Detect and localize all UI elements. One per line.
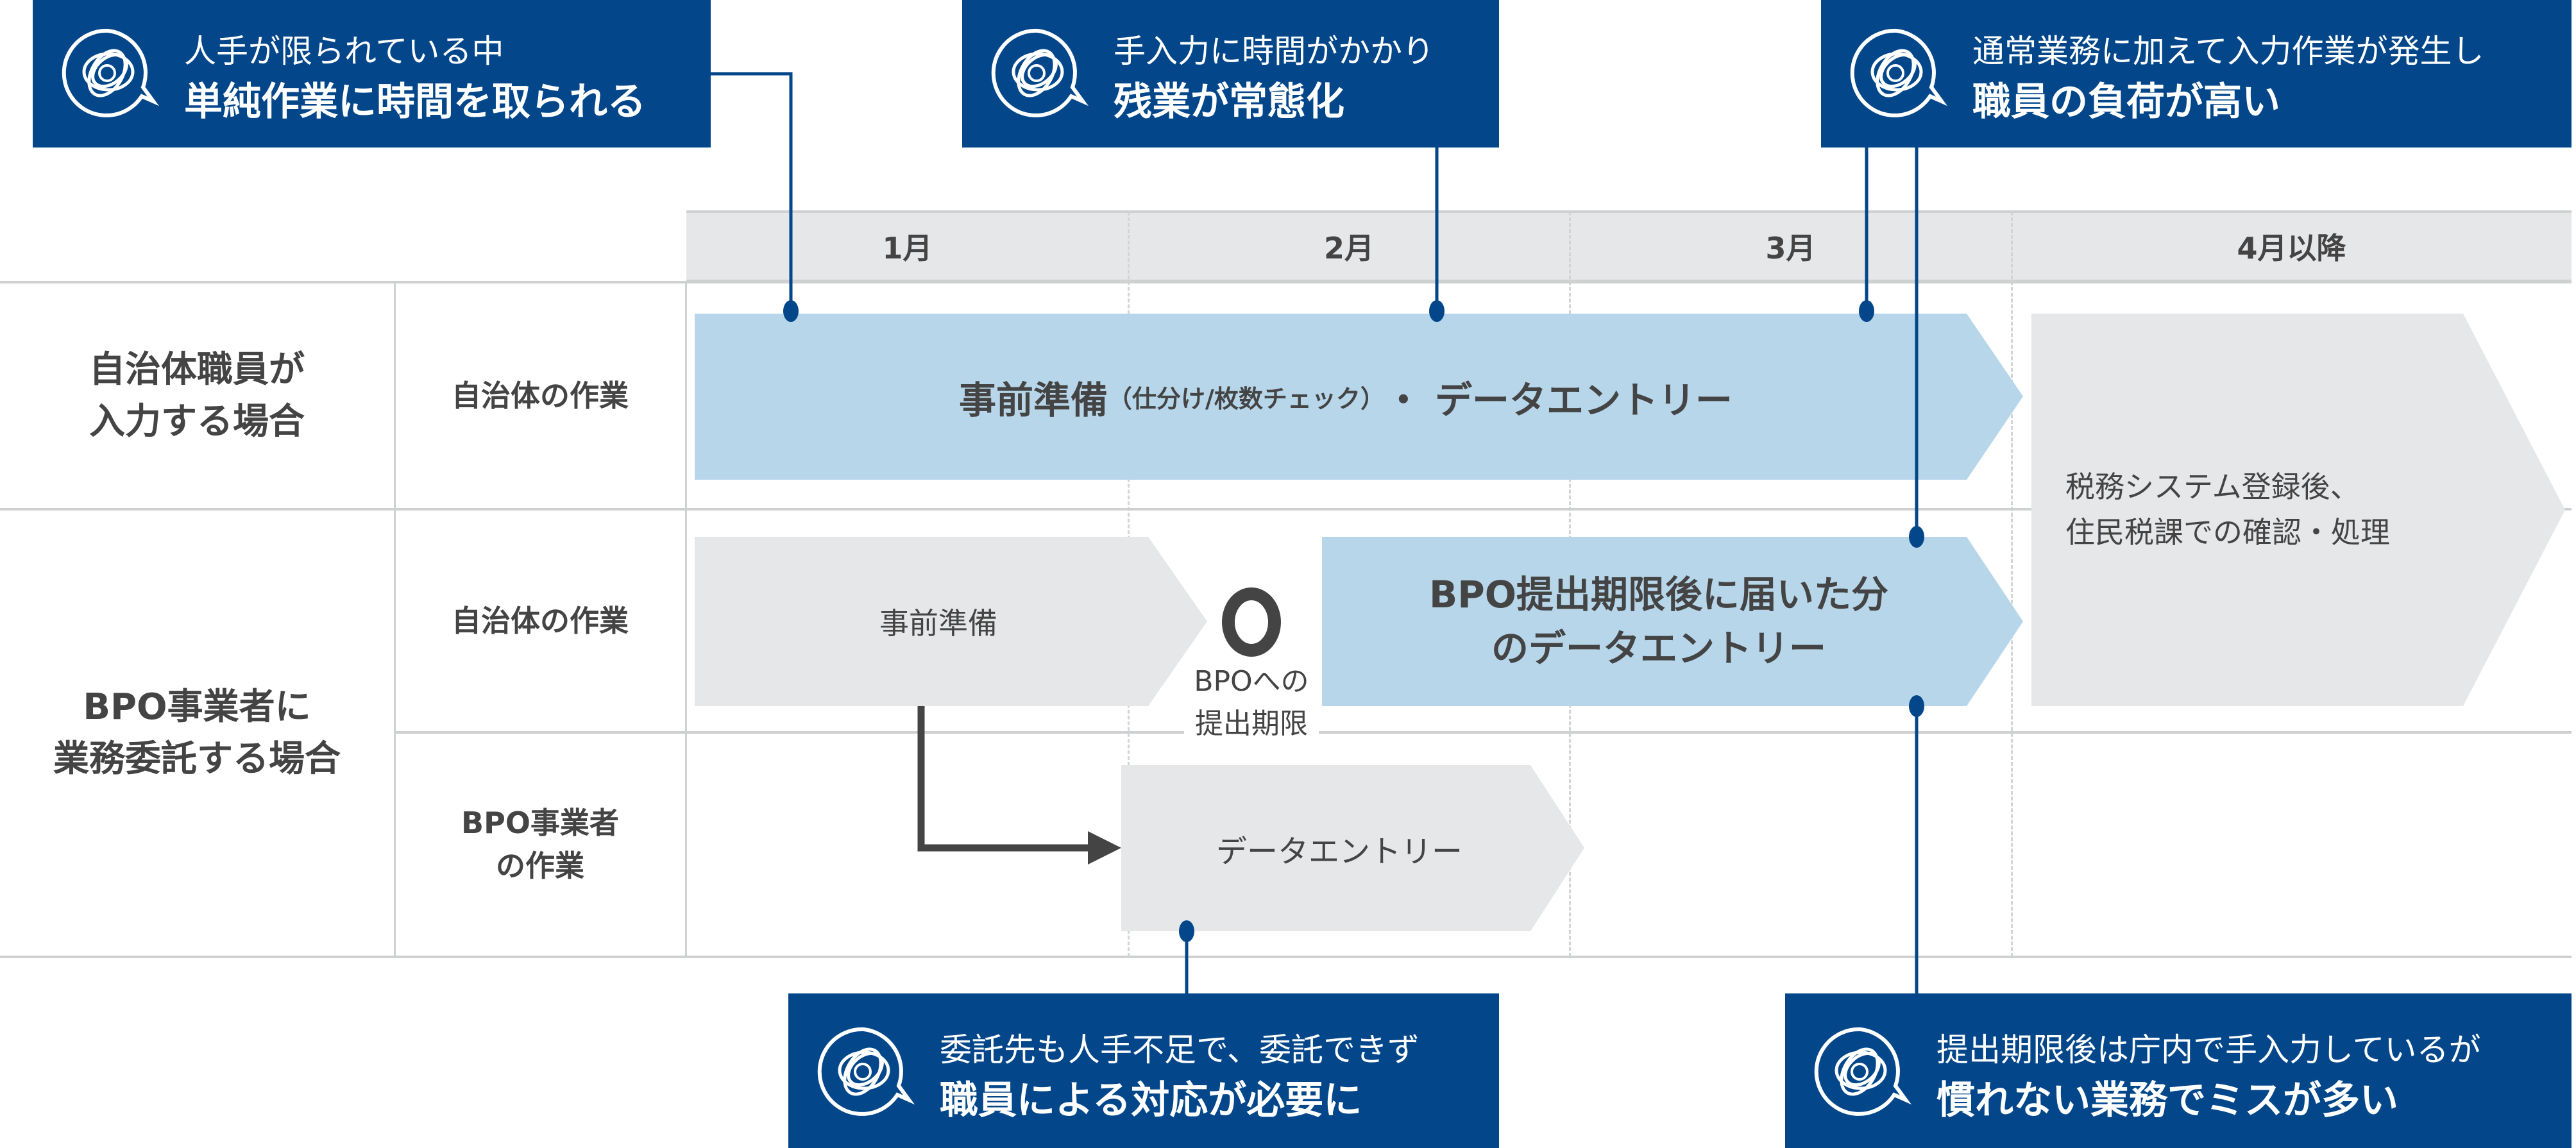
after-april-line1: 税務システム登録後、 xyxy=(2065,469,2360,504)
case2-bpo-actor-label: BPO事業者の作業 xyxy=(394,732,686,957)
callout-2: 手入力に時間がかかり 残業が常態化 xyxy=(962,0,1499,148)
connector-dot xyxy=(1909,695,1924,717)
prep-arrow: 事前準備 xyxy=(879,606,997,641)
after-april-arrow: 税務システム登録後、住民税課での確認・処理 xyxy=(2065,449,2514,571)
callout-5-main-text: 慣れない業務でミスが多い xyxy=(1936,1078,2398,1123)
month-header-apr-onward: 4月以降 xyxy=(2237,231,2346,266)
case1-actor-label: 自治体の作業 xyxy=(452,378,629,413)
milestone-label-line2: 提出期限 xyxy=(1195,707,1308,740)
row-divider xyxy=(0,281,2572,283)
handoff-arrow-head xyxy=(1088,831,1121,865)
callout-1: 人手が限られている中 単純作業に時間を取られる xyxy=(33,0,711,148)
case2-label: BPO事業者に業務委託する場合 xyxy=(0,509,394,957)
case1-main-arrow-shape xyxy=(695,314,2023,480)
callout-1-main-text: 単純作業に時間を取られる xyxy=(184,80,646,124)
callout-4-sub-text: 委託先も人手不足で、委託できず xyxy=(940,1031,1419,1068)
case1-label-line1: 自治体職員が xyxy=(89,348,305,391)
callout-2-main-text: 残業が常態化 xyxy=(1114,80,1344,124)
column-divider xyxy=(685,282,687,957)
callout-5: 提出期限後は庁内で手入力しているが 慣れない業務でミスが多い xyxy=(1785,993,2572,1148)
callout-4-main-text: 職員による対応が必要に xyxy=(940,1078,1362,1123)
bpo-actor-line2: の作業 xyxy=(495,848,584,883)
connector-callout-1 xyxy=(711,72,793,307)
case1-label: 自治体職員が入力する場合 xyxy=(0,282,394,509)
late-entry-arrow: BPO提出期限後に届いた分のデータエントリー xyxy=(1322,537,1996,706)
milestone-label-line1: BPOへの xyxy=(1194,665,1309,698)
callout-4: 委託先も人手不足で、委託できず 職員による対応が必要に xyxy=(788,993,1499,1148)
case2-label-line2: 業務委託する場合 xyxy=(53,738,341,780)
connector-dot xyxy=(1859,300,1874,322)
late-entry-line1: BPO提出期限後に届いた分 xyxy=(1428,572,1889,616)
month-header-mar: 3月 xyxy=(1765,231,1816,266)
month-header-feb: 2月 xyxy=(1323,231,1374,266)
case1-main-arrow: 事前準備（仕分け/枚数チェック）・ データエントリー xyxy=(695,314,1997,480)
after-april-line2: 住民税課での確認・処理 xyxy=(2065,515,2390,550)
callout-3: 通常業務に加えて入力作業が発生し 職員の負荷が高い xyxy=(1821,0,2572,148)
after-april-arrow-shape xyxy=(2031,314,2565,706)
month-header-jan: 1月 xyxy=(882,231,933,266)
callout-2-sub-text: 手入力に時間がかかり xyxy=(1114,33,1434,70)
row-divider xyxy=(394,731,2572,734)
connector-dot xyxy=(1909,526,1924,548)
connector-dot xyxy=(783,300,799,322)
callout-1-sub-text: 人手が限られている中 xyxy=(184,33,504,70)
row-divider xyxy=(0,956,2572,958)
case1-arrow-tail-text: ・ データエントリー xyxy=(1384,378,1733,422)
callout-3-sub-text: 通常業務に加えて入力作業が発生し xyxy=(1972,33,2484,70)
prep-arrow-shape xyxy=(695,537,1207,706)
circle-milestone-icon xyxy=(1222,587,1281,657)
handoff-arrow-line xyxy=(917,706,1090,852)
month-divider xyxy=(2011,212,2013,957)
worried-speech-bubble-icon xyxy=(991,28,1089,117)
worried-speech-bubble-icon xyxy=(1850,28,1948,117)
month-header-bar xyxy=(686,210,2572,282)
case1-label-line2: 入力する場合 xyxy=(89,401,305,443)
milestone-label: BPOへの 提出期限 xyxy=(1184,661,1319,745)
case1-arrow-main-text: 事前準備 xyxy=(958,378,1108,422)
case2-municipality-actor-label: 自治体の作業 xyxy=(452,603,629,638)
callout-5-sub-text: 提出期限後は庁内で手入力しているが xyxy=(1936,1031,2481,1068)
case2-label-line1: BPO事業者に xyxy=(83,686,311,728)
worried-speech-bubble-icon xyxy=(62,28,160,117)
late-entry-arrow-shape xyxy=(1322,537,2023,706)
column-divider xyxy=(394,282,396,957)
late-entry-line2: のデータエントリー xyxy=(1491,627,1826,670)
bpo-actor-line1: BPO事業者 xyxy=(461,806,619,841)
connector-dot xyxy=(1429,300,1445,322)
bpo-entry-arrow: データエントリー xyxy=(1216,833,1462,870)
callout-3-main-text: 職員の負荷が高い xyxy=(1972,80,2280,124)
connector-dot xyxy=(1179,920,1194,942)
case1-arrow-paren-text: （仕分け/枚数チェック） xyxy=(1107,385,1385,413)
row-divider xyxy=(0,508,2572,511)
worried-speech-bubble-icon xyxy=(817,1027,915,1116)
worried-speech-bubble-icon xyxy=(1814,1027,1912,1116)
bpo-entry-arrow-shape xyxy=(1121,765,1584,931)
